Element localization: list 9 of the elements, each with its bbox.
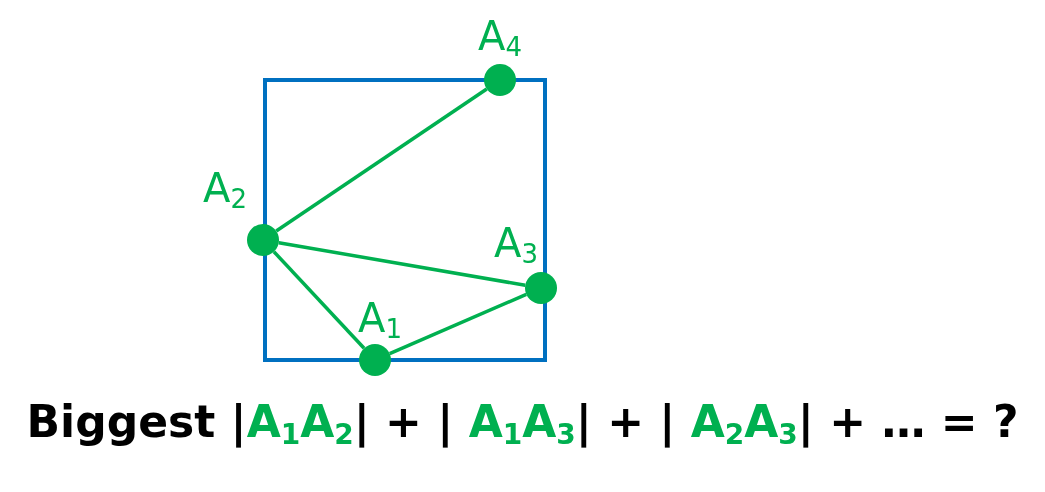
point-label: A$_{3}$ [494, 222, 538, 268]
line-segment [275, 87, 488, 233]
point-label: A$_{4}$ [478, 15, 522, 61]
line-segment [272, 250, 366, 350]
caption: Biggest |A$_{1}$A$_{2}$| + | A$_{1}$A$_{3}$| + | A$_{2}$A$_{3}$| + … = ? [25, 398, 1020, 451]
line-segment [389, 292, 527, 356]
point-label: A$_{2}$ [203, 167, 247, 213]
point-label: A$_{1}$ [358, 297, 402, 343]
line-segment [278, 241, 526, 287]
